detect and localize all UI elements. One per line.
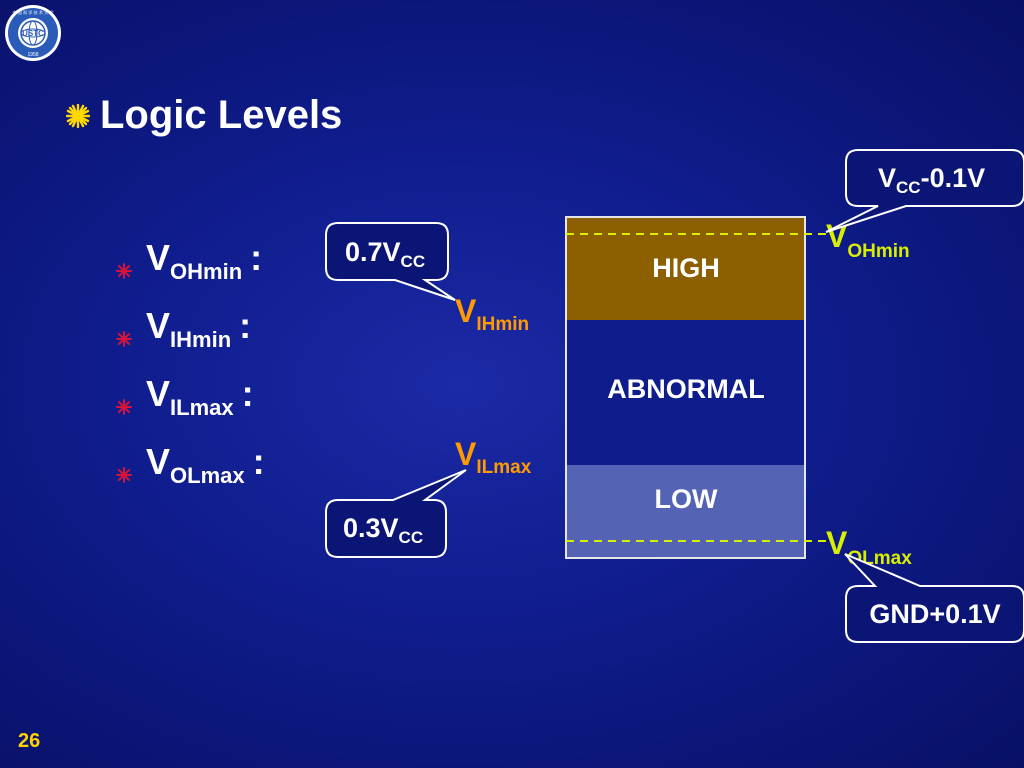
logo-top-text: 中 国 科 学 技 术 大 学 <box>13 9 54 15</box>
callout-vil-main: 0.3V <box>343 513 399 543</box>
callout-vil-sub: CC <box>399 528 424 547</box>
red-sunburst-bullet-icon <box>116 331 132 347</box>
region-low <box>566 465 805 558</box>
column-border <box>565 216 806 559</box>
callout-gnd-plus-0-1v: GND+0.1V <box>844 553 1024 643</box>
level-column: HIGH ABNORMAL LOW <box>565 216 806 559</box>
callout-voh-sub: CC <box>896 178 921 197</box>
marker-voh: VOHmin <box>826 218 910 262</box>
marker-vol-main: V <box>826 525 848 561</box>
callout-vol-main: GND+0.1V <box>869 599 1000 629</box>
bullet-subscript: OLmax <box>170 463 245 488</box>
bullet-subscript: ILmax <box>170 395 234 420</box>
page-number: 26 <box>18 730 41 752</box>
bullet-main: V <box>146 237 171 278</box>
marker-vil-sub: ILmax <box>476 457 531 478</box>
bullet-subscript: OHmin <box>170 259 243 284</box>
red-sunburst-bullet-icon <box>116 467 132 483</box>
region-label-high: HIGH <box>652 253 720 283</box>
region-abnormal <box>566 320 805 465</box>
title-row: Logic Levels <box>66 93 342 138</box>
region-label-abnormal: ABNORMAL <box>607 374 764 404</box>
bullet-colon: : <box>252 441 265 482</box>
marker-voh-sub: OHmin <box>847 241 909 262</box>
svg-text:0.7VCC: 0.7VCC <box>345 237 425 271</box>
logo-bottom-text: 1958 <box>27 52 38 58</box>
bullet-colon: : <box>241 373 254 414</box>
callout-0-7vcc: 0.7VCC <box>325 222 456 301</box>
bullet-main: V <box>146 373 171 414</box>
logo-center-text: USTC <box>22 29 44 38</box>
marker-vih-sub: IHmin <box>476 314 529 335</box>
callout-0-3vcc: 0.3VCC <box>325 469 467 558</box>
slide-title: Logic Levels <box>100 93 343 137</box>
bullet-colon: : <box>239 305 252 346</box>
region-label-low: LOW <box>655 484 718 514</box>
red-sunburst-bullet-icon <box>116 399 132 415</box>
marker-vil-main: V <box>455 436 477 472</box>
callout-vih-main: 0.7V <box>345 237 401 267</box>
callout-voh-rest: -0.1V <box>921 163 986 193</box>
marker-vol: VOLmax <box>826 525 912 569</box>
red-sunburst-bullet-icon <box>116 263 132 279</box>
callout-vih-sub: CC <box>401 252 426 271</box>
marker-vih-main: V <box>455 293 477 329</box>
marker-vil: VILmax <box>455 436 532 478</box>
svg-text:0.3VCC: 0.3VCC <box>343 513 423 547</box>
bullet-main: V <box>146 441 171 482</box>
marker-vih: VIHmin <box>455 293 529 335</box>
sunburst-bullet-icon <box>66 103 90 128</box>
bullet-colon: : <box>250 237 263 278</box>
bullet-subscript: IHmin <box>170 327 232 352</box>
university-logo: USTC 中 国 科 学 技 术 大 学 1958 <box>5 5 61 61</box>
callout-voh-main: V <box>878 163 896 193</box>
callout-vcc-minus-0-1v: VCC-0.1V <box>825 149 1024 233</box>
bullet-main: V <box>146 305 171 346</box>
svg-text:VCC-0.1V: VCC-0.1V <box>878 163 985 197</box>
